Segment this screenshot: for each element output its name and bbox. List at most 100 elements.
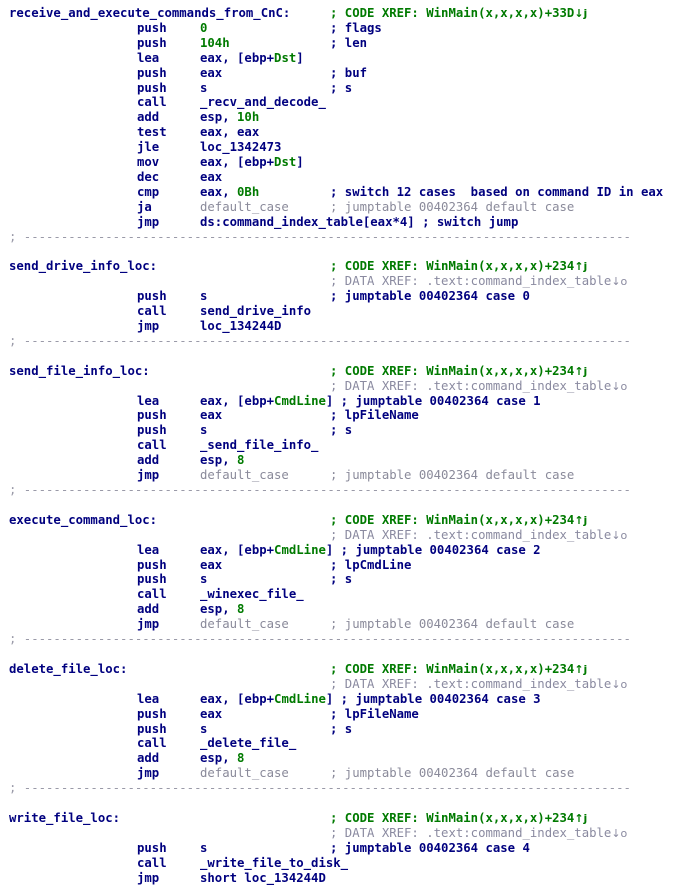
instruction-operand[interactable]: eax — [200, 558, 222, 573]
instruction-operand[interactable]: eax, [ebp+Dst] — [200, 51, 304, 66]
code-label[interactable]: execute_command_loc: — [9, 512, 158, 527]
listing-line[interactable]: send_file_info_loc:; CODE XREF: WinMain(… — [0, 364, 688, 379]
instruction-operand[interactable]: ds:command_index_table[eax*4] ; switch j… — [200, 215, 518, 230]
instruction-operand[interactable]: eax — [200, 408, 222, 423]
listing-line[interactable]: ; DATA XREF: .text:command_index_table↓o — [0, 826, 688, 841]
listing-line[interactable]: call_write_file_to_disk_ — [0, 856, 688, 871]
instruction-operand[interactable]: eax — [200, 170, 222, 185]
instruction-operand[interactable]: 104h — [200, 36, 230, 51]
instruction-operand[interactable]: s — [200, 81, 207, 96]
instruction-operand[interactable]: esp, 10h — [200, 110, 259, 125]
listing-line[interactable]: ; --------------------------------------… — [0, 781, 688, 796]
listing-line[interactable]: delete_file_loc:; CODE XREF: WinMain(x,x… — [0, 662, 688, 677]
instruction-operand[interactable]: eax, [ebp+CmdLine] ; jumptable 00402364 … — [200, 692, 541, 707]
instruction-operand[interactable]: default_case — [200, 617, 289, 632]
listing-line[interactable]: ; --------------------------------------… — [0, 483, 688, 498]
instruction-operand[interactable]: _recv_and_decode_ — [200, 95, 326, 110]
listing-line[interactable] — [0, 647, 688, 662]
instruction-operand[interactable]: s — [200, 423, 207, 438]
listing-line[interactable] — [0, 349, 688, 364]
instruction-operand[interactable]: _write_file_to_disk_ — [200, 856, 348, 871]
listing-line[interactable] — [0, 245, 688, 260]
instruction-operand[interactable]: loc_1342473 — [200, 140, 281, 155]
listing-line[interactable]: write_file_loc:; CODE XREF: WinMain(x,x,… — [0, 811, 688, 826]
listing-line[interactable]: execute_command_loc:; CODE XREF: WinMain… — [0, 513, 688, 528]
listing-line[interactable]: call_winexec_file_ — [0, 587, 688, 602]
listing-line[interactable]: call_recv_and_decode_ — [0, 95, 688, 110]
code-label[interactable]: delete_file_loc: — [9, 661, 128, 676]
listing-line[interactable]: ; DATA XREF: .text:command_index_table↓o — [0, 677, 688, 692]
instruction-operand[interactable]: 0 — [200, 21, 207, 36]
listing-line[interactable]: ; DATA XREF: .text:command_index_table↓o — [0, 528, 688, 543]
instruction-operand[interactable]: s — [200, 572, 207, 587]
instruction-operand[interactable]: esp, 8 — [200, 602, 244, 617]
instruction-operand[interactable]: eax, [ebp+CmdLine] ; jumptable 00402364 … — [200, 543, 541, 558]
disassembly-listing[interactable]: receive_and_execute_commands_from_CnC: ; … — [0, 6, 688, 885]
instruction-operand[interactable]: esp, 8 — [200, 751, 244, 766]
listing-line[interactable]: ; --------------------------------------… — [0, 334, 688, 349]
code-label[interactable]: receive_and_execute_commands_from_CnC: — [9, 6, 291, 20]
instruction-operand[interactable]: loc_134244D — [200, 319, 281, 334]
listing-line[interactable]: ; --------------------------------------… — [0, 230, 688, 245]
instruction-operand[interactable]: _delete_file_ — [200, 736, 296, 751]
listing-line[interactable]: call_send_file_info_ — [0, 438, 688, 453]
listing-line[interactable]: ; DATA XREF: .text:command_index_table↓o — [0, 379, 688, 394]
instruction-operand[interactable]: short loc_134244D — [200, 871, 326, 886]
instruction-operand[interactable]: esp, 8 — [200, 453, 244, 468]
instruction-operand[interactable]: s — [200, 289, 207, 304]
instruction-operand[interactable]: eax, 0Bh — [200, 185, 259, 200]
instruction-operand[interactable]: _winexec_file_ — [200, 587, 304, 602]
listing-line[interactable]: ; DATA XREF: .text:command_index_table↓o — [0, 274, 688, 289]
instruction-operand[interactable]: eax — [200, 707, 222, 722]
instruction-operand[interactable]: s — [200, 841, 207, 856]
instruction-operand[interactable]: default_case — [200, 200, 289, 215]
listing-line[interactable]: call_delete_file_ — [0, 736, 688, 751]
listing-line[interactable]: send_drive_info_loc:; CODE XREF: WinMain… — [0, 259, 688, 274]
instruction-operand[interactable]: eax — [200, 66, 222, 81]
instruction-operand[interactable]: default_case — [200, 468, 289, 483]
instruction-operand[interactable]: eax, eax — [200, 125, 259, 140]
code-label[interactable]: send_drive_info_loc: — [9, 259, 158, 274]
listing-line[interactable] — [0, 498, 688, 513]
instruction-operand[interactable]: s — [200, 722, 207, 737]
code-label[interactable]: write_file_loc: — [9, 810, 121, 825]
instruction-operand[interactable]: eax, [ebp+Dst] — [200, 155, 304, 170]
listing-line[interactable]: ; --------------------------------------… — [0, 632, 688, 647]
code-label[interactable]: send_file_info_loc: — [9, 363, 150, 378]
instruction-operand[interactable]: default_case — [200, 766, 289, 781]
listing-line[interactable] — [0, 796, 688, 811]
instruction-operand[interactable]: eax, [ebp+CmdLine] ; jumptable 00402364 … — [200, 394, 541, 409]
